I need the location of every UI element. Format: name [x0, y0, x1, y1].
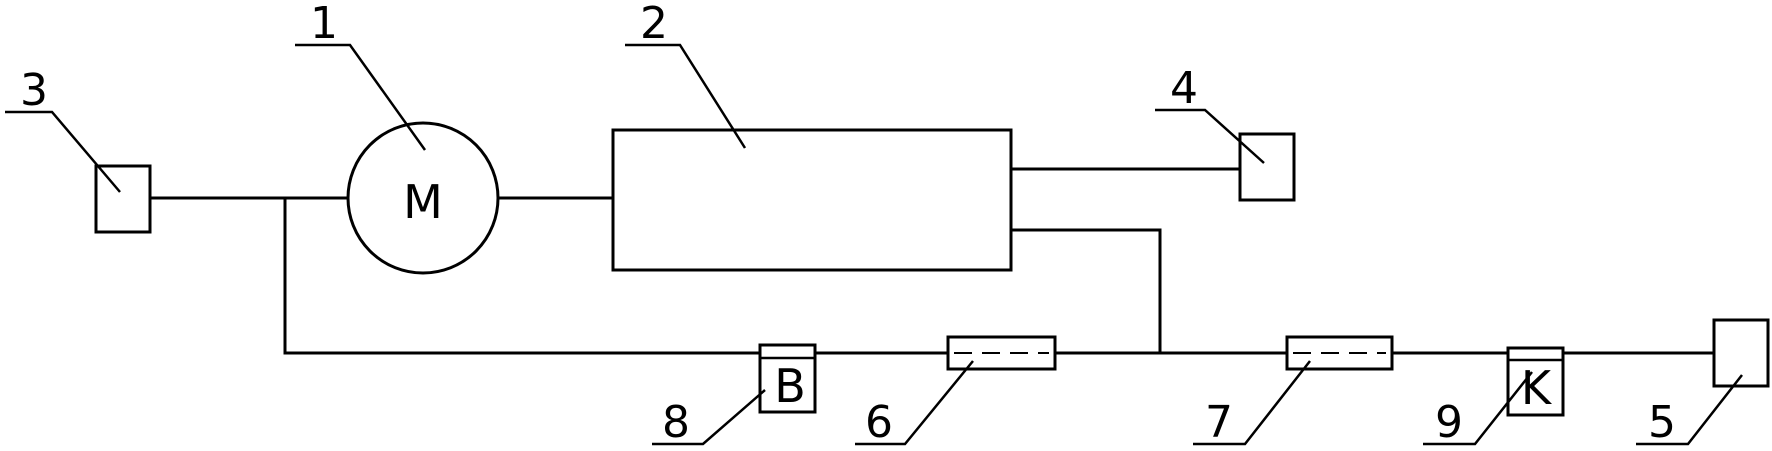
wire-2-to-bottom-bus: [1011, 228, 1162, 353]
wire-left-branch: [283, 198, 760, 355]
component-6: [946, 335, 1057, 371]
leader-3: [5, 110, 121, 193]
leader-1: [295, 43, 427, 151]
component-1-motor: [346, 121, 500, 275]
component-8: B: [758, 343, 817, 414]
label-8: 8: [662, 397, 690, 448]
leader-9: [1423, 371, 1533, 446]
component-8-box: [758, 343, 817, 414]
label-2: 2: [640, 0, 668, 49]
leader-7: [1193, 360, 1311, 446]
leader-2: [625, 43, 747, 149]
label-4: 4: [1170, 63, 1198, 114]
component-3-box: [94, 164, 152, 234]
wiring: [150, 167, 1714, 355]
label-9: 9: [1435, 397, 1463, 448]
component-6-box: [946, 335, 1057, 371]
labels: 3 1 2 4 8 6 7 9 5: [20, 0, 1676, 448]
label-6: 6: [865, 397, 893, 448]
component-8-symbol: B: [774, 359, 806, 413]
component-9: K: [1506, 346, 1565, 417]
leader-5: [1636, 374, 1743, 446]
label-1: 1: [310, 0, 338, 49]
label-7: 7: [1205, 397, 1233, 448]
leader-8: [652, 389, 766, 446]
label-3: 3: [20, 65, 48, 116]
leader-lines: [5, 43, 1743, 446]
component-2-box: [611, 128, 1013, 272]
leader-4: [1155, 108, 1265, 164]
motor-symbol: M: [403, 175, 443, 229]
component-9-symbol: K: [1521, 361, 1553, 415]
component-7: [1285, 335, 1394, 371]
label-5: 5: [1648, 397, 1676, 448]
leader-6: [855, 360, 974, 446]
component-4-box: [1238, 132, 1296, 202]
